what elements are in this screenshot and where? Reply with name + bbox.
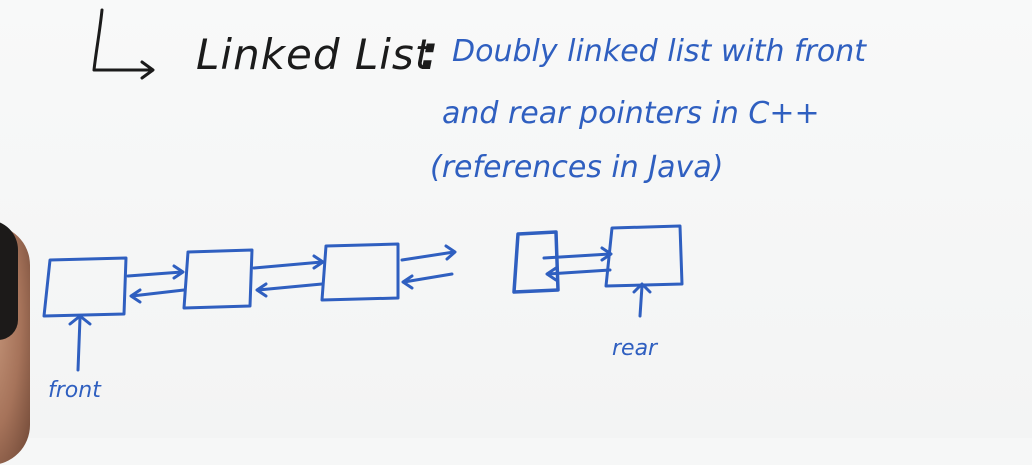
node-box (512, 230, 560, 294)
next-arrow (542, 252, 612, 260)
description-line-1: Doubly linked list with front (452, 34, 867, 69)
next-arrow (400, 250, 456, 262)
node-box (182, 248, 254, 310)
next-arrow (252, 260, 324, 270)
prev-arrow (256, 282, 324, 292)
prev-arrow (402, 272, 454, 284)
rear-pointer-arrow (638, 284, 644, 318)
rear-label: rear (612, 336, 658, 361)
front-pointer-arrow (76, 316, 82, 372)
node-box (320, 242, 400, 302)
description-line-3: (references in Java) (430, 150, 724, 185)
description-line-2: and rear pointers in C++ (442, 96, 820, 131)
prev-arrow (546, 268, 612, 276)
front-label: front (48, 378, 101, 403)
node-box (42, 256, 128, 318)
presenter-hair (0, 220, 18, 340)
node-box (604, 224, 684, 288)
whiteboard-drawing (42, 8, 684, 372)
heading-text: Linked List (196, 30, 433, 79)
heading-colon: : (420, 26, 439, 80)
next-arrow (126, 270, 184, 278)
bullet-arrow-icon (92, 8, 155, 80)
whiteboard (0, 0, 1032, 438)
prev-arrow (130, 288, 186, 298)
